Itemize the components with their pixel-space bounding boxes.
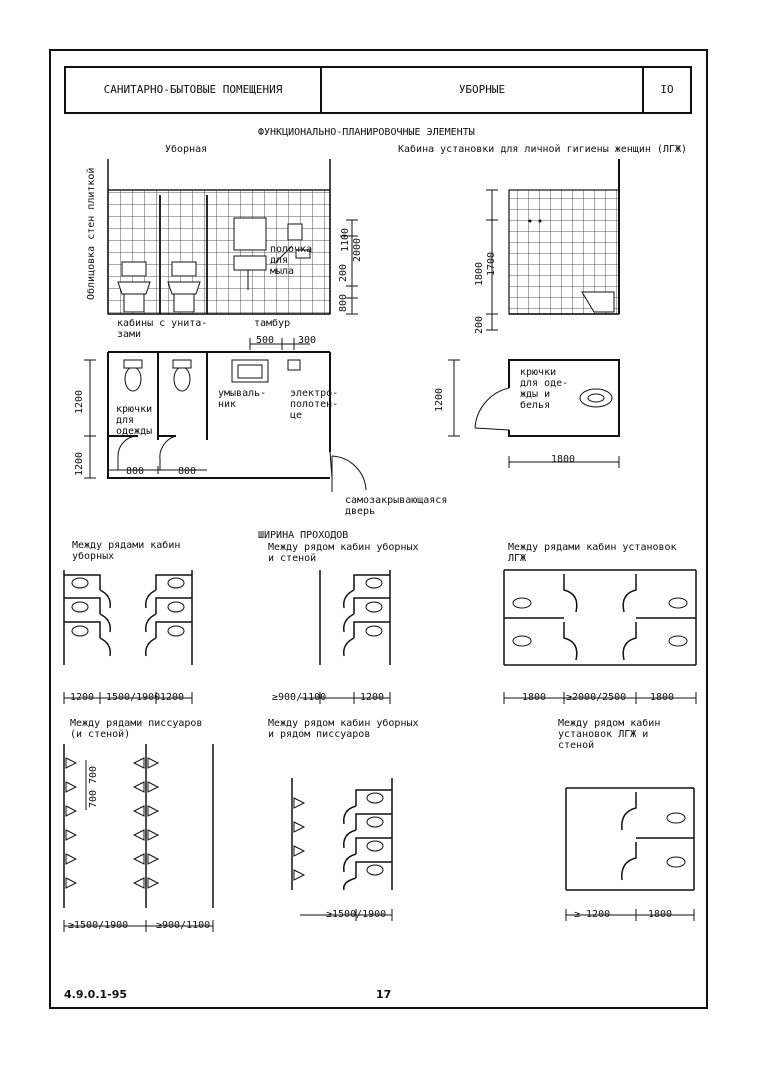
dim-1800-hyg: 1800 bbox=[551, 454, 576, 465]
dim-1200-hyg: 1200 bbox=[434, 387, 445, 412]
p2-dim-2: 1200 bbox=[360, 692, 385, 703]
dim-800-a: 800 bbox=[126, 466, 145, 477]
p2-drawing bbox=[300, 570, 391, 704]
dim-1200-a: 1200 bbox=[74, 389, 85, 414]
p1-drawing bbox=[63, 570, 193, 704]
p4-drawing bbox=[63, 744, 214, 932]
title-block: САНИТАРНО-БЫТОВЫЕ ПОМЕЩЕНИЯ УБОРНЫЕ IO bbox=[64, 66, 692, 114]
hygiene-title: Кабина установки для личной гигиены женщ… bbox=[398, 144, 687, 155]
p4-dim-700-b: 700 bbox=[88, 789, 99, 808]
p2-dim-1: ≥900/1100 bbox=[272, 692, 327, 703]
hygiene-plan bbox=[448, 359, 620, 468]
dim-1700: 1700 bbox=[486, 251, 497, 276]
dim-1100: 1100 bbox=[340, 227, 351, 252]
p5-drawing bbox=[291, 778, 393, 921]
p6-drawing bbox=[565, 787, 695, 921]
p1-title: Между рядами кабин уборных bbox=[72, 540, 181, 562]
soap-shelf-label: полочка для мыла bbox=[270, 244, 313, 277]
dim-800-b: 800 bbox=[178, 466, 197, 477]
dim-1200-b: 1200 bbox=[74, 451, 85, 476]
door-label: самозакрывающаяся дверь bbox=[345, 495, 448, 517]
p3-dim-3: 1800 bbox=[650, 692, 675, 703]
washbasin-label: умываль- ник bbox=[218, 388, 267, 410]
dim-500: 500 bbox=[256, 335, 275, 346]
p3-drawing bbox=[503, 569, 697, 704]
dim-200: 200 bbox=[338, 263, 349, 282]
p6-dim-2: 1800 bbox=[648, 909, 673, 920]
cabins-label: кабины с унита- зами bbox=[117, 318, 208, 340]
toilet-elevation bbox=[107, 159, 358, 315]
document-code: 4.9.0.1-95 bbox=[64, 988, 128, 1001]
dim-200-hyg: 200 bbox=[474, 315, 485, 334]
p5-dim-1: ≥1500/1900 bbox=[326, 909, 387, 920]
p3-dim-2: ≥2000/2500 bbox=[566, 692, 627, 703]
vestibule-label: тамбур bbox=[254, 318, 291, 329]
p1-dim-1: 1200 bbox=[70, 692, 95, 703]
p3-dim-1: 1800 bbox=[522, 692, 547, 703]
p6-title: Между рядом кабин установок ЛГЖ и стеной bbox=[558, 718, 661, 751]
p4-dim-700-a: 700 bbox=[88, 765, 99, 784]
sheet-number: IO bbox=[660, 83, 674, 96]
dim-800-vert: 800 bbox=[338, 293, 349, 312]
topic-title: УБОРНЫЕ bbox=[322, 68, 644, 112]
toilet-title: Уборная bbox=[165, 144, 208, 155]
p3-title: Между рядами кабин установок ЛГЖ bbox=[508, 542, 677, 564]
p5-title: Между рядом кабин уборных и рядом писсуа… bbox=[268, 718, 419, 740]
hooks-label: крючки для одежды bbox=[116, 404, 153, 437]
p2-title: Между рядом кабин уборных и стеной bbox=[268, 542, 419, 564]
dim-1800-vert: 1800 bbox=[474, 261, 485, 286]
section-title: САНИТАРНО-БЫТОВЫЕ ПОМЕЩЕНИЯ bbox=[66, 68, 322, 112]
towel-label: электро- полотен- це bbox=[290, 388, 339, 421]
passages-title: ШИРИНА ПРОХОДОВ bbox=[258, 530, 349, 541]
main-title: ФУНКЦИОНАЛЬНО-ПЛАНИРОВОЧНЫЕ ЭЛЕМЕНТЫ bbox=[258, 127, 475, 138]
p1-dim-3: 1200 bbox=[160, 692, 185, 703]
hygiene-hooks-label: крючки для оде- жды и белья bbox=[520, 367, 569, 411]
p6-dim-1: ≥ 1200 bbox=[574, 909, 611, 920]
sheet-frame bbox=[49, 49, 708, 1009]
dim-2000: 2000 bbox=[352, 237, 363, 262]
p4-title: Между рядами писсуаров (и стеной) bbox=[70, 718, 203, 740]
toilet-plan bbox=[84, 338, 367, 492]
page-number: 17 bbox=[376, 988, 392, 1001]
dim-300: 300 bbox=[298, 335, 317, 346]
p4-dim-2: ≥900/1100 bbox=[156, 920, 211, 931]
hygiene-elevation bbox=[486, 159, 620, 331]
p4-dim-1: ≥1500/1900 bbox=[68, 920, 129, 931]
p1-dim-2: 1500/1900 bbox=[106, 692, 161, 703]
